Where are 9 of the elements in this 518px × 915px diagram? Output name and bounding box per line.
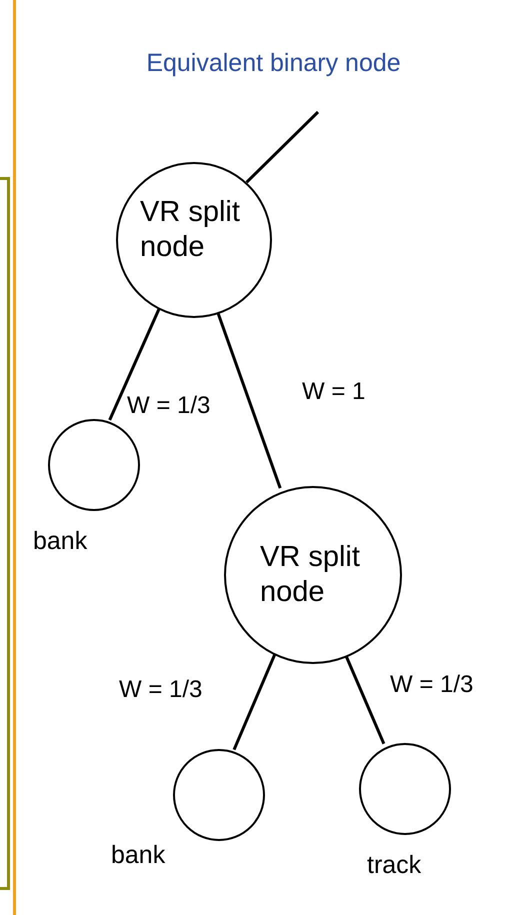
connector-line — [232, 653, 276, 750]
leaf-label: bank — [111, 841, 166, 870]
panel-title: Equivalent binary node — [145, 49, 402, 78]
leaf-label: track — [367, 851, 422, 880]
connector-line — [246, 110, 320, 184]
node-label: VR split node — [140, 195, 241, 266]
leaf-label: bank — [33, 527, 88, 556]
connector-line — [108, 308, 161, 421]
node-label: VR split node — [260, 540, 361, 610]
